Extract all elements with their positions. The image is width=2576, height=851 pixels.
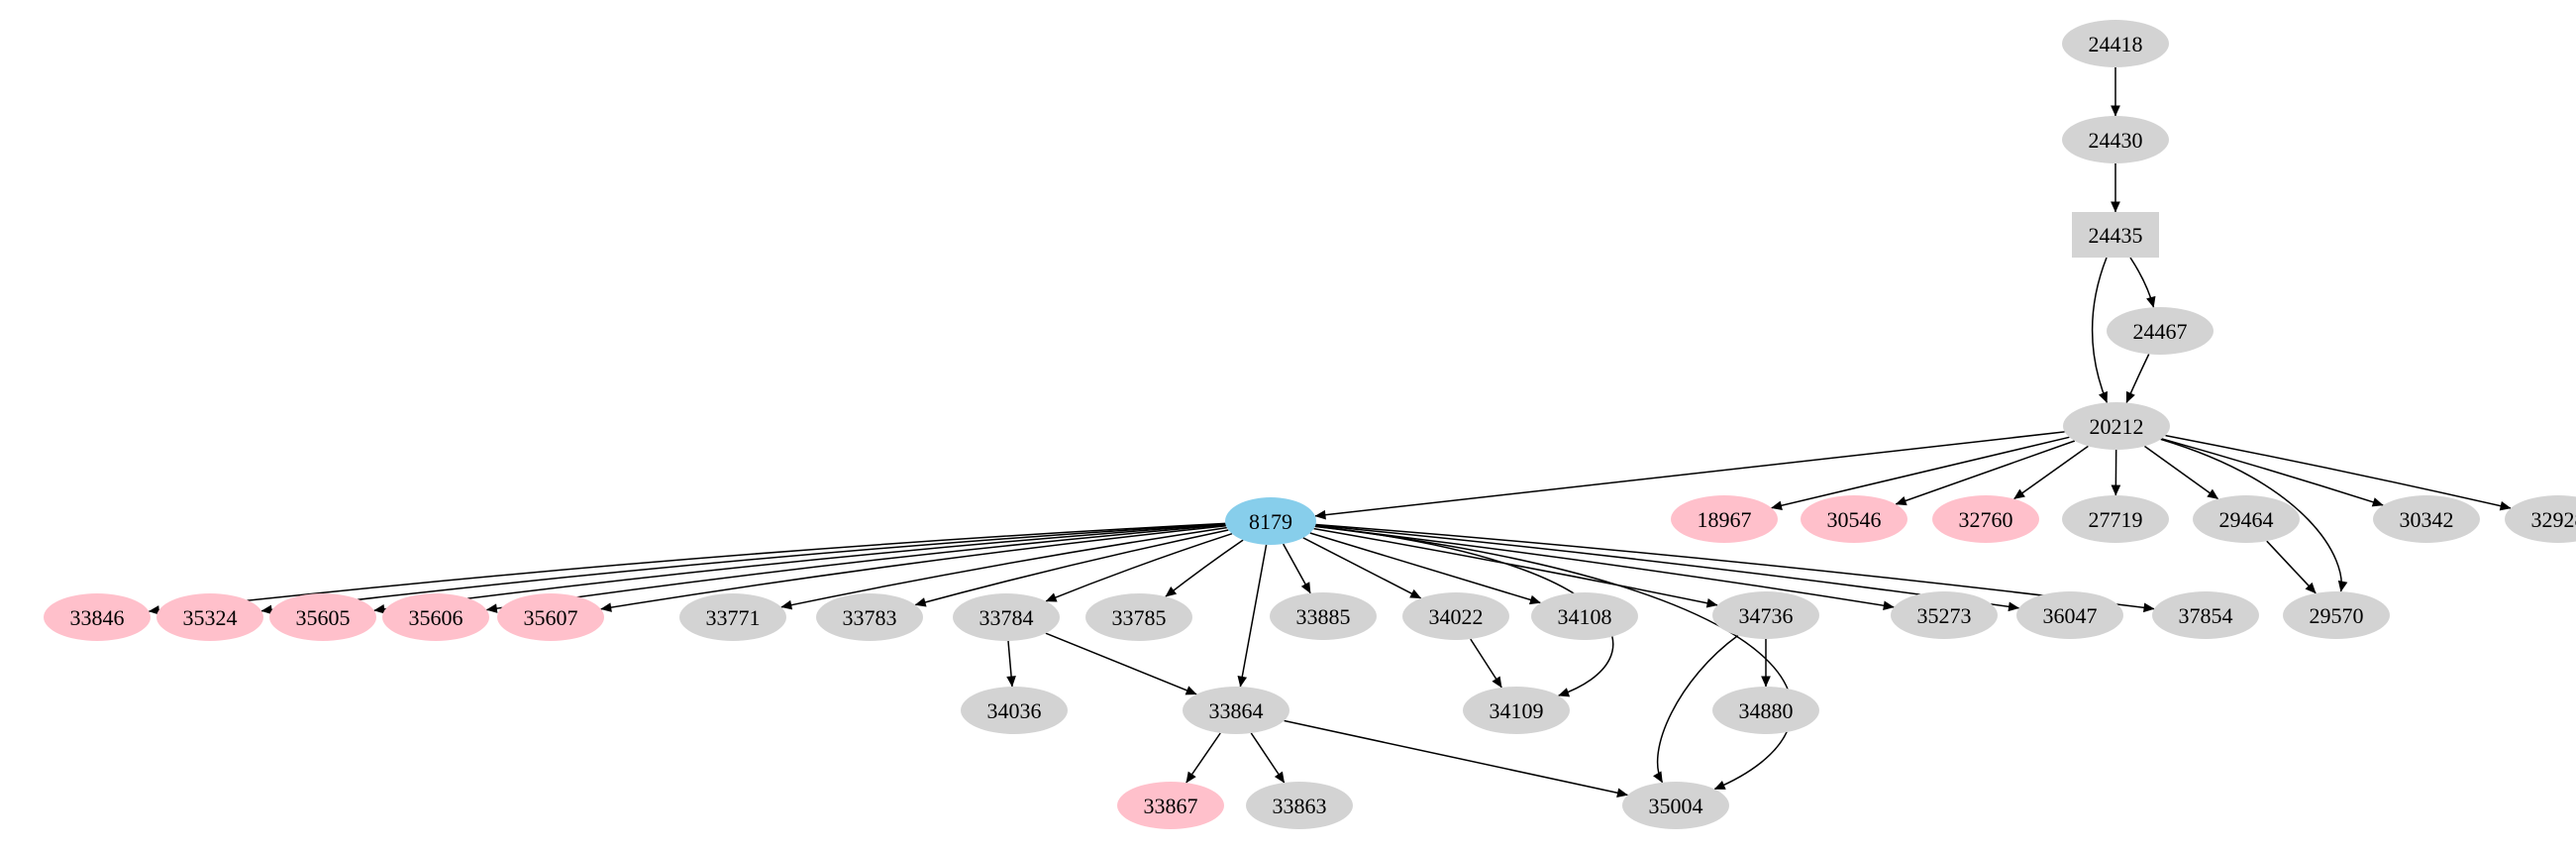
node-35004: 35004 bbox=[1622, 782, 1729, 829]
node-label-34036: 34036 bbox=[987, 698, 1042, 723]
node-24430: 24430 bbox=[2062, 116, 2169, 163]
node-label-33864: 33864 bbox=[1209, 698, 1264, 723]
edge-8179-34022 bbox=[1303, 538, 1421, 598]
node-32928: 32928 bbox=[2505, 495, 2576, 543]
node-33783: 33783 bbox=[816, 593, 923, 641]
node-label-33863: 33863 bbox=[1273, 794, 1327, 818]
node-label-24467: 24467 bbox=[2133, 319, 2188, 344]
edge-33784-33864 bbox=[1046, 633, 1196, 694]
node-label-33784: 33784 bbox=[979, 605, 1034, 630]
node-label-32928: 32928 bbox=[2531, 507, 2576, 532]
edge-33864-35004 bbox=[1285, 721, 1628, 796]
node-label-29464: 29464 bbox=[2219, 507, 2274, 532]
edge-29464-29570 bbox=[2267, 541, 2316, 593]
node-29570: 29570 bbox=[2283, 591, 2390, 639]
node-29464: 29464 bbox=[2193, 495, 2300, 543]
node-label-35606: 35606 bbox=[409, 605, 464, 630]
node-34108: 34108 bbox=[1531, 592, 1638, 640]
edge-33864-33863 bbox=[1251, 733, 1284, 783]
node-35606: 35606 bbox=[382, 593, 489, 641]
node-label-8179: 8179 bbox=[1249, 509, 1292, 534]
node-label-35004: 35004 bbox=[1649, 794, 1703, 818]
node-label-34108: 34108 bbox=[1558, 604, 1612, 629]
node-label-33885: 33885 bbox=[1296, 604, 1351, 629]
node-label-34736: 34736 bbox=[1739, 603, 1794, 628]
node-33885: 33885 bbox=[1270, 592, 1377, 640]
node-label-24418: 24418 bbox=[2089, 32, 2143, 56]
node-label-33846: 33846 bbox=[70, 605, 125, 630]
node-label-33783: 33783 bbox=[843, 605, 897, 630]
node-33846: 33846 bbox=[44, 593, 151, 641]
node-33784: 33784 bbox=[953, 593, 1060, 641]
node-35605: 35605 bbox=[269, 593, 376, 641]
node-label-35607: 35607 bbox=[524, 605, 578, 630]
node-label-20212: 20212 bbox=[2090, 414, 2144, 439]
node-33867: 33867 bbox=[1117, 782, 1224, 829]
node-label-33771: 33771 bbox=[706, 605, 761, 630]
edge-33784-34036 bbox=[1008, 641, 1012, 687]
node-35607: 35607 bbox=[497, 593, 604, 641]
edge-8179-33864 bbox=[1240, 545, 1266, 687]
node-30546: 30546 bbox=[1801, 495, 1907, 543]
node-33785: 33785 bbox=[1085, 593, 1192, 641]
node-35324: 35324 bbox=[156, 593, 263, 641]
node-label-30342: 30342 bbox=[2400, 507, 2454, 532]
edge-34022-34109 bbox=[1471, 639, 1501, 688]
node-34736: 34736 bbox=[1712, 591, 1819, 639]
node-24467: 24467 bbox=[2107, 307, 2214, 355]
node-label-29570: 29570 bbox=[2310, 603, 2364, 628]
node-33771: 33771 bbox=[679, 593, 786, 641]
dependency-graph: 24418 24430 24435 24467 20212 8179 18967 30546 3… bbox=[40, 16, 2576, 835]
edge-24435-20212 bbox=[2093, 258, 2108, 402]
node-27719: 27719 bbox=[2062, 495, 2169, 543]
node-34109: 34109 bbox=[1463, 687, 1570, 734]
node-label-35605: 35605 bbox=[296, 605, 351, 630]
node-label-30546: 30546 bbox=[1827, 507, 1882, 532]
node-20212: 20212 bbox=[2063, 402, 2170, 450]
node-label-34022: 34022 bbox=[1429, 604, 1484, 629]
node-label-34880: 34880 bbox=[1739, 698, 1794, 723]
edge-33864-33867 bbox=[1186, 733, 1220, 783]
node-label-24435: 24435 bbox=[2089, 223, 2143, 248]
node-36047: 36047 bbox=[2016, 591, 2123, 639]
edge-20212-32928 bbox=[2166, 436, 2512, 508]
node-30342: 30342 bbox=[2373, 495, 2480, 543]
node-32760: 32760 bbox=[1932, 495, 2039, 543]
node-18967: 18967 bbox=[1671, 495, 1778, 543]
edge-8179-33785 bbox=[1166, 540, 1243, 596]
node-24418: 24418 bbox=[2062, 20, 2169, 67]
node-label-33785: 33785 bbox=[1112, 605, 1167, 630]
edge-20212-29464 bbox=[2144, 446, 2217, 498]
node-34880: 34880 bbox=[1712, 687, 1819, 734]
node-35273: 35273 bbox=[1891, 591, 1998, 639]
graph-canvas: 24418 24430 24435 24467 20212 8179 18967 30546 3… bbox=[40, 16, 2576, 835]
node-label-32760: 32760 bbox=[1959, 507, 2013, 532]
node-34036: 34036 bbox=[961, 687, 1068, 734]
node-label-18967: 18967 bbox=[1698, 507, 1752, 532]
node-24435: 24435 bbox=[2072, 212, 2159, 258]
edge-8179-35004 bbox=[1315, 526, 1792, 789]
node-33864: 33864 bbox=[1183, 687, 1289, 734]
edge-20212-30342 bbox=[2162, 439, 2384, 505]
node-label-34109: 34109 bbox=[1490, 698, 1544, 723]
edge-8179-33885 bbox=[1284, 544, 1310, 593]
node-label-27719: 27719 bbox=[2089, 507, 2143, 532]
node-label-33867: 33867 bbox=[1144, 794, 1198, 818]
node-34022: 34022 bbox=[1402, 592, 1509, 640]
node-37854: 37854 bbox=[2152, 591, 2259, 639]
edge-24467-20212 bbox=[2126, 355, 2149, 403]
edge-24435-24467 bbox=[2130, 258, 2154, 307]
node-33863: 33863 bbox=[1246, 782, 1353, 829]
node-8179: 8179 bbox=[1225, 497, 1316, 545]
node-label-36047: 36047 bbox=[2043, 603, 2098, 628]
edge-20212-32760 bbox=[2014, 446, 2089, 498]
node-label-37854: 37854 bbox=[2179, 603, 2233, 628]
node-label-35273: 35273 bbox=[1917, 603, 1972, 628]
node-label-35324: 35324 bbox=[183, 605, 238, 630]
node-label-24430: 24430 bbox=[2089, 128, 2143, 153]
